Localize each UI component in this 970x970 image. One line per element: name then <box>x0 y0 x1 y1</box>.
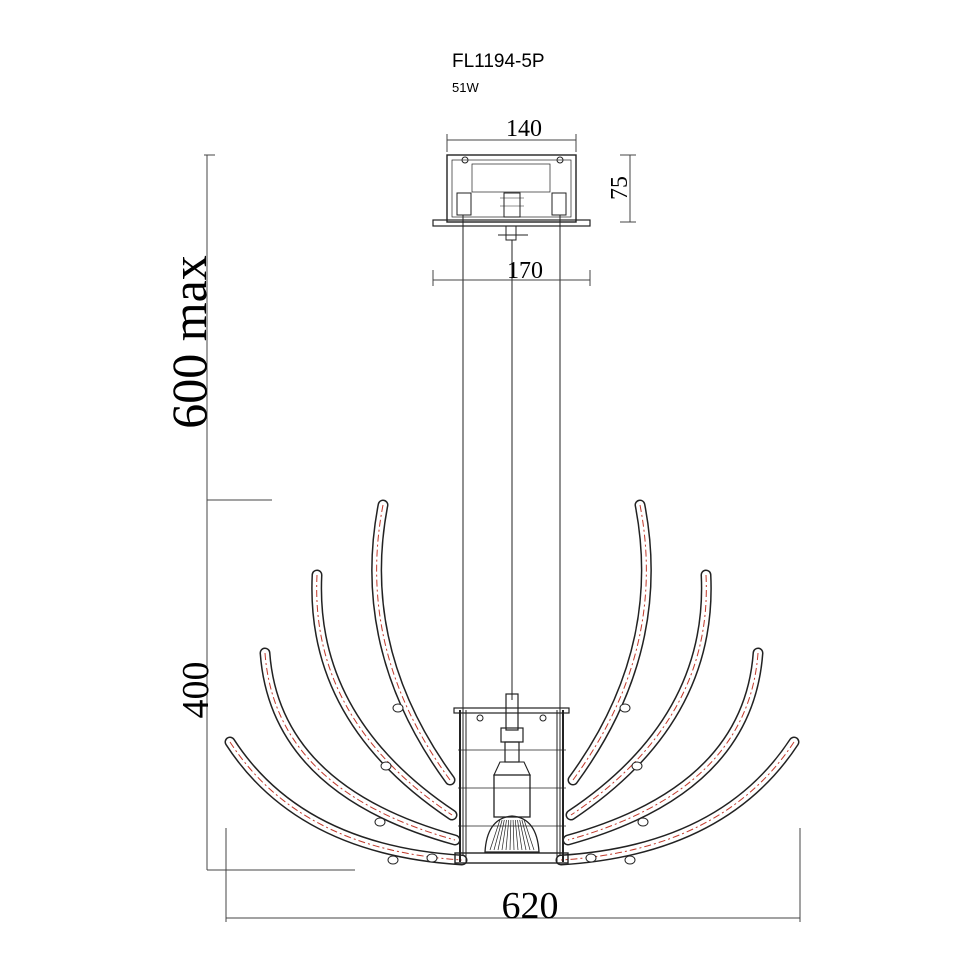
arm-clip <box>624 855 636 865</box>
dimension-body-height: 400 <box>175 500 355 871</box>
arm-left-1 <box>371 499 456 786</box>
arm-clip <box>387 855 399 865</box>
model-number: FL1194-5P <box>452 51 545 72</box>
light-arms <box>224 499 800 866</box>
arm-right-4 <box>555 736 800 866</box>
dimension-canopy-width: 140 <box>446 116 577 152</box>
dimension-plate-width: 170 <box>432 258 591 286</box>
reflector-rib <box>489 819 501 851</box>
dimension-label-75: 75 <box>607 176 633 200</box>
arm-left-3 <box>259 647 461 846</box>
arm-clip <box>374 817 386 827</box>
reflector-rib <box>519 819 527 851</box>
arm-right-2 <box>565 569 712 821</box>
arm-left-4 <box>224 736 468 866</box>
dimension-label-620: 620 <box>502 885 559 927</box>
dimension-suspension-length: 600 max <box>161 154 272 501</box>
arm-clip <box>637 817 649 827</box>
reflector-rib <box>514 819 519 851</box>
dimension-label-140: 140 <box>506 116 542 142</box>
arm-clip <box>631 761 643 771</box>
arm-right-1 <box>567 499 652 786</box>
dimension-body-width: 620 <box>225 828 801 927</box>
canopy <box>432 154 591 241</box>
arm-clip <box>585 853 597 863</box>
arm-clip <box>619 703 631 713</box>
arm-clip <box>426 853 438 863</box>
arm-clip <box>392 703 404 713</box>
reflector-rib <box>509 819 512 851</box>
suspension-cables <box>462 215 561 860</box>
dimension-label-400: 400 <box>175 662 217 719</box>
reflector-rib <box>497 819 505 851</box>
reflector-rib <box>493 819 503 851</box>
arm-left-2 <box>311 569 458 821</box>
power-rating: 51W <box>452 80 479 95</box>
reflector-rib <box>505 819 510 851</box>
dimension-canopy-height: 75 <box>607 154 636 223</box>
dimension-label-170: 170 <box>507 258 543 284</box>
reflector-rib <box>501 819 507 851</box>
dimension-label-600-max: 600 max <box>161 255 217 429</box>
reflector-rib <box>512 819 515 851</box>
reflector-rib <box>521 819 531 851</box>
lamp-assembly <box>484 693 540 853</box>
arm-right-3 <box>562 647 764 846</box>
central-frame <box>453 707 570 864</box>
arm-clip <box>380 761 392 771</box>
reflector-rib <box>523 819 535 851</box>
reflector-rib <box>517 819 523 851</box>
